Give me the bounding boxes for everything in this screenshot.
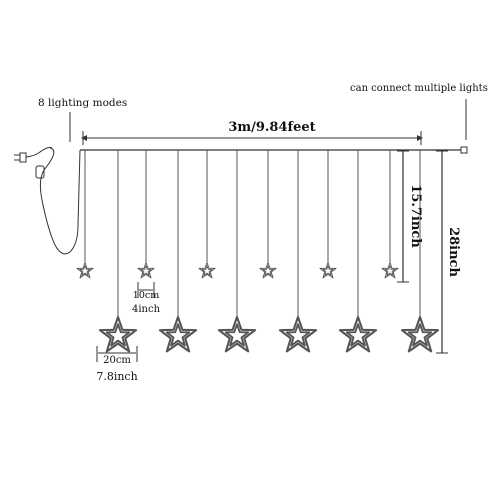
big-star-icon bbox=[217, 315, 257, 353]
small-star-icon bbox=[259, 262, 277, 279]
drop-strings bbox=[84, 150, 421, 318]
big-star-cm-label: 20cm bbox=[103, 355, 131, 366]
small-star-icon bbox=[198, 262, 216, 279]
power-cord bbox=[25, 147, 53, 158]
big-star-icon bbox=[278, 315, 318, 353]
big-star-icon bbox=[338, 315, 378, 353]
long-drop-label: 28inch bbox=[446, 227, 461, 277]
small-star-icon bbox=[137, 262, 155, 279]
small-star-cm-label: 10cm bbox=[133, 290, 159, 301]
big-star-icon bbox=[98, 315, 138, 353]
big-star-icon bbox=[158, 315, 198, 353]
modes-label: 8 lighting modes bbox=[38, 97, 127, 109]
connect-label: can connect multiple lights bbox=[350, 83, 488, 94]
controller-box bbox=[35, 165, 45, 179]
small-star-dimension bbox=[137, 282, 155, 298]
small-star-icon bbox=[381, 262, 399, 279]
big-star-in-label: 7.8inch bbox=[96, 370, 137, 383]
end-connector-icon bbox=[460, 146, 468, 154]
small-star-icon bbox=[319, 262, 337, 279]
short-drop-label: 15.7inch bbox=[408, 184, 423, 248]
big-star-dimension bbox=[96, 346, 138, 362]
small-star-icon bbox=[76, 262, 94, 279]
short-drop-dimension bbox=[397, 150, 409, 283]
big-star-icon bbox=[400, 315, 440, 353]
small-star-in-label: 4inch bbox=[132, 304, 161, 315]
width-label: 3m/9.84feet bbox=[228, 120, 315, 135]
controller-cord bbox=[39, 147, 81, 255]
plug-icon bbox=[14, 152, 27, 163]
long-drop-dimension bbox=[436, 150, 448, 354]
